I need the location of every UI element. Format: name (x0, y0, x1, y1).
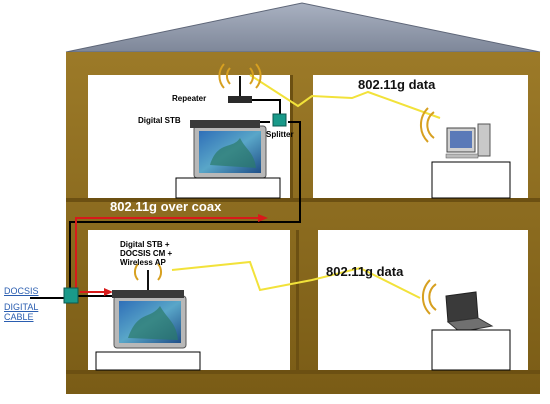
combo-label-line3: Wireless AP (120, 258, 166, 267)
upper-wireless-link (249, 74, 441, 119)
upper-tv (175, 120, 281, 199)
upper-wireless-label: 802.11g data (358, 77, 436, 92)
entry-splitter-icon (63, 287, 79, 304)
digital-link[interactable]: DIGITAL (4, 302, 39, 312)
combo-label-line1: Digital STB + (120, 240, 170, 249)
splitter-label: Splitter (266, 130, 294, 139)
over-coax-label: 802.11g over coax (110, 199, 222, 214)
roof (65, 2, 541, 53)
docsis-link[interactable]: DOCSIS (4, 286, 39, 296)
splitter-icon (272, 113, 287, 127)
lower-tv (95, 263, 201, 371)
repeater-label: Repeater (172, 94, 207, 103)
digital-stb-label: Digital STB (138, 116, 181, 125)
desktop-computer (419, 107, 511, 199)
combo-label-line2: DOCSIS CM + (120, 249, 173, 258)
signal-paths (75, 214, 268, 296)
cable-link[interactable]: CABLE (4, 312, 34, 322)
laptop (421, 279, 511, 371)
lower-wireless-link (171, 260, 421, 299)
repeater-device (218, 63, 262, 103)
lower-wireless-label: 802.11g data (326, 264, 404, 279)
